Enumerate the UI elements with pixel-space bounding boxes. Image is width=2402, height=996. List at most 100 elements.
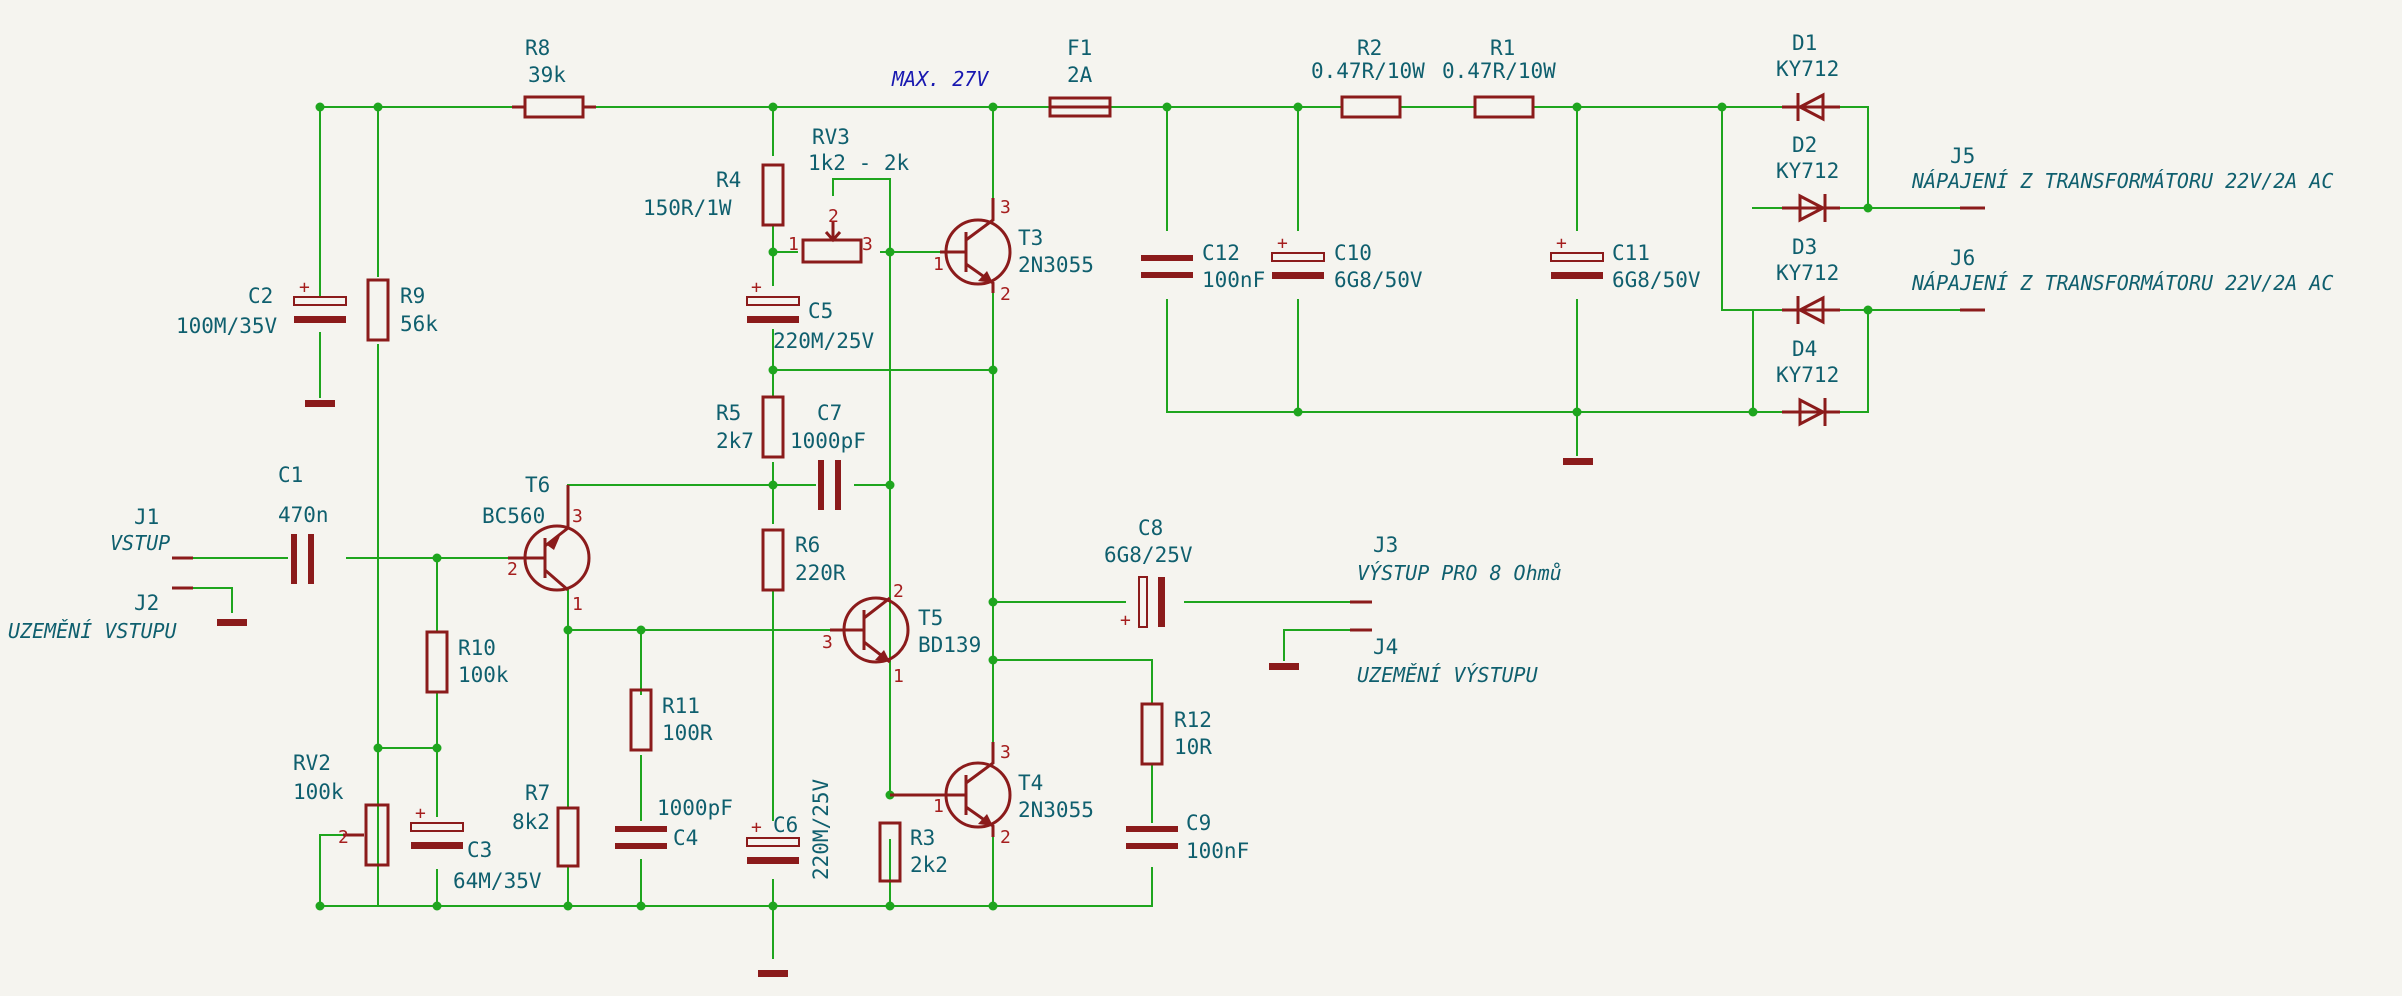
c3-value: 64M/35V: [453, 869, 542, 893]
pin-label: 3: [1000, 197, 1011, 218]
resistor-r11: [629, 688, 653, 752]
resistor-r1: [1473, 95, 1535, 119]
t6-ref: T6: [525, 473, 550, 497]
j3-ref: J3: [1373, 533, 1398, 557]
t5-ref: T5: [918, 606, 943, 630]
t5-value: BD139: [918, 633, 981, 657]
j4-net-label: UZEMĚNÍ VÝSTUPU: [1357, 663, 1539, 687]
d1-value: KY712: [1776, 57, 1839, 81]
c7-value: 1000pF: [790, 429, 866, 453]
r4-ref: R4: [716, 168, 741, 192]
transistor-t3: [940, 198, 1012, 293]
plus-sign: +: [1120, 610, 1131, 631]
connectors: [172, 206, 1985, 632]
pin-label: 1: [893, 666, 904, 687]
r8-ref: R8: [525, 36, 550, 60]
r8-value: 39k: [528, 63, 566, 87]
c4-value: 1000pF: [657, 796, 733, 820]
capacitor-c9: [1126, 826, 1178, 849]
j3-net-label: VÝSTUP PRO 8 Ohmů: [1357, 561, 1562, 585]
component-labels: MAX. 27V R8 39k F1 2A R2 0.47R/10W R1 0.…: [8, 31, 2333, 893]
r6-value: 220R: [795, 561, 846, 585]
c1-value: 470n: [278, 503, 329, 527]
pin-label: 2: [338, 827, 349, 848]
plus-sign: +: [299, 277, 310, 298]
d2-ref: D2: [1792, 133, 1817, 157]
resistor-r4: [761, 163, 785, 227]
polarity-marks: + + + + + + +: [299, 233, 1567, 838]
capacitor-c5: [746, 296, 800, 323]
diode-d2: [1782, 193, 1840, 223]
rv3-value: 1k2 - 2k: [808, 151, 910, 175]
diode-d1: [1782, 92, 1840, 122]
plus-sign: +: [751, 817, 762, 838]
resistor-r2: [1340, 95, 1402, 119]
j1-ref: J1: [134, 505, 159, 529]
pin-label: 2: [828, 206, 839, 227]
c6-ref: C6: [773, 813, 798, 837]
d3-ref: D3: [1792, 235, 1817, 259]
resistor-r8: [523, 95, 585, 119]
capacitor-c2: [293, 296, 347, 323]
capacitor-c11: [1550, 252, 1604, 279]
junctions: [315, 102, 1873, 911]
t4-value: 2N3055: [1018, 798, 1094, 822]
c2-ref: C2: [248, 284, 273, 308]
d4-ref: D4: [1792, 337, 1817, 361]
capacitor-c12: [1141, 255, 1193, 278]
transistors: [508, 198, 1012, 837]
potentiometer-rv3: [801, 238, 863, 264]
r11-ref: R11: [662, 694, 700, 718]
resistor-r7: [556, 806, 580, 868]
r3-value: 2k2: [910, 853, 948, 877]
pin-label: 3: [1000, 742, 1011, 763]
d1-ref: D1: [1792, 31, 1817, 55]
pin-label: 1: [572, 594, 583, 615]
j1-net-label: VSTUP: [110, 531, 170, 555]
t6-value: BC560: [482, 504, 545, 528]
c11-value: 6G8/50V: [1612, 268, 1701, 292]
ground-symbol: [1269, 663, 1299, 670]
j2-net-label: UZEMĚNÍ VSTUPU: [8, 619, 178, 643]
ground-symbol: [758, 970, 788, 977]
capacitors: [291, 252, 1604, 864]
plus-sign: +: [1277, 233, 1288, 254]
c5-value: 220M/25V: [773, 329, 875, 353]
d4-value: KY712: [1776, 363, 1839, 387]
j6-ref: J6: [1950, 246, 1975, 270]
c8-ref: C8: [1138, 516, 1163, 540]
r9-value: 56k: [400, 312, 438, 336]
plus-sign: +: [1556, 233, 1567, 254]
r2-ref: R2: [1357, 36, 1382, 60]
r12-ref: R12: [1174, 708, 1212, 732]
diodes: [1782, 92, 1840, 427]
resistor-r12: [1140, 702, 1164, 766]
r1-ref: R1: [1490, 36, 1515, 60]
pin-label: 1: [933, 796, 944, 817]
r5-ref: R5: [716, 401, 741, 425]
capacitor-c3: [410, 822, 464, 849]
transistor-t6: [508, 485, 591, 592]
r9-ref: R9: [400, 284, 425, 308]
r6-ref: R6: [795, 533, 820, 557]
pin-label: 3: [822, 632, 833, 653]
t3-value: 2N3055: [1018, 253, 1094, 277]
f1-ref: F1: [1067, 36, 1092, 60]
diode-d4: [1782, 397, 1840, 427]
transistor-t4: [890, 742, 1012, 837]
pin-label: 2: [1000, 284, 1011, 305]
grounds: [217, 400, 1593, 977]
j6-net-label: NÁPAJENÍ Z TRANSFORMÁTORU 22V/2A AC: [1911, 271, 2333, 295]
c11-ref: C11: [1612, 241, 1650, 265]
capacitor-c10: [1271, 252, 1325, 279]
t4-ref: T4: [1018, 771, 1043, 795]
r1-value: 0.47R/10W: [1442, 59, 1556, 83]
rv2-ref: RV2: [293, 751, 331, 775]
c4-ref: C4: [673, 826, 698, 850]
d3-value: KY712: [1776, 261, 1839, 285]
potentiometer-rv2: [364, 803, 390, 867]
c8-value: 6G8/25V: [1104, 543, 1193, 567]
rv3-ref: RV3: [812, 125, 850, 149]
r4-value: 150R/1W: [643, 196, 732, 220]
